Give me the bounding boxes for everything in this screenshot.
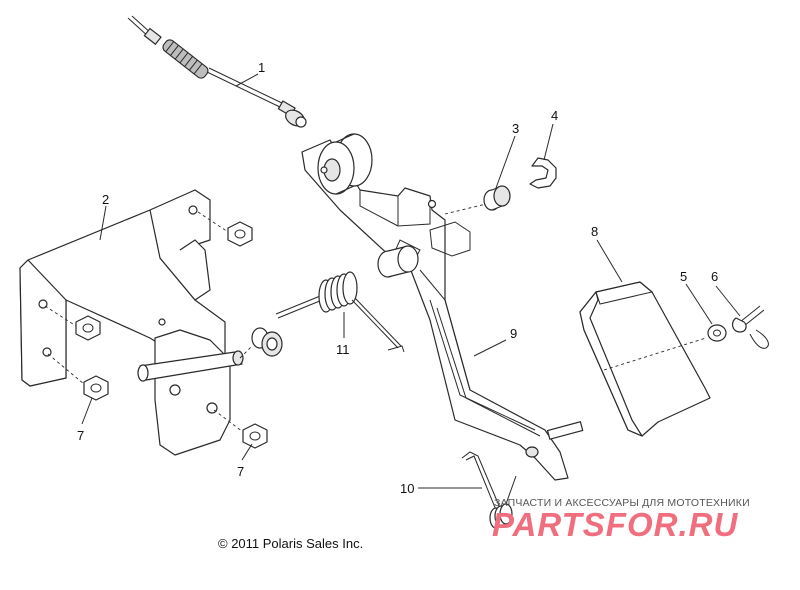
callout-10: 10 <box>400 481 414 496</box>
part-11-spring <box>275 271 405 353</box>
callout-4: 4 <box>551 108 558 123</box>
callout-9: 9 <box>510 326 517 341</box>
callout-5: 5 <box>680 269 687 284</box>
watermark-tagline: ЗАПЧАСТИ И АКСЕССУАРЫ ДЛЯ МОТОТЕХНИКИ <box>494 497 750 509</box>
callout-11: 11 <box>336 342 350 357</box>
part-5-washer <box>707 324 727 342</box>
copyright-text: © 2011 Polaris Sales Inc. <box>218 536 364 551</box>
part-8-pedal-pad <box>579 281 711 437</box>
part-2-bracket <box>19 189 231 456</box>
callout-2: 2 <box>102 192 109 207</box>
shaft-bushing <box>239 327 283 359</box>
part-1-cable <box>127 15 307 128</box>
part-10-return-spring <box>461 451 517 529</box>
callout-6: 6 <box>711 269 718 284</box>
part-6-cotter-pin <box>731 305 769 349</box>
callout-7-left: 7 <box>77 428 84 443</box>
callout-1: 1 <box>258 60 265 75</box>
part-3-bushing <box>444 185 511 215</box>
part-4-e-clip <box>529 157 557 189</box>
callout-7-right: 7 <box>237 464 244 479</box>
watermark-logo: PARTSFOR.RU <box>492 506 739 543</box>
leader-lines <box>81 73 741 489</box>
callout-numbers: 1 2 3 4 5 6 7 7 8 9 10 11 <box>77 60 718 496</box>
callout-3: 3 <box>512 121 519 136</box>
pivot-shaft <box>137 350 244 382</box>
part-9-pedal-arm <box>301 133 584 481</box>
callout-8: 8 <box>591 224 598 239</box>
part-7-nuts <box>44 211 268 449</box>
